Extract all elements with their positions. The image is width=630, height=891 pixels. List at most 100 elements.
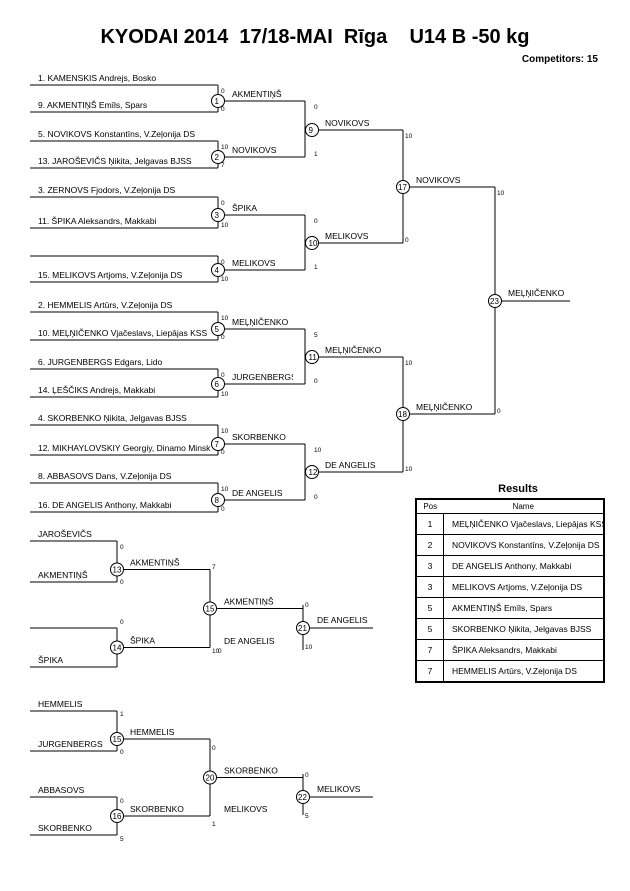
match-score: 0 <box>221 372 225 379</box>
competitor-entry: 12. MIKHAYLOVSKIY Georgiy, Dinamo Minsk <box>38 443 211 453</box>
match-score: 10 <box>314 447 322 454</box>
match-number: 5 <box>215 325 220 334</box>
competitor-entry: 9. AKMENTIŅŠ Emīls, Spars <box>38 100 147 110</box>
match-circle <box>296 621 310 635</box>
match-circle <box>203 770 217 785</box>
match-winner: DE ANGELIS <box>232 488 283 498</box>
competitor-entry: 1. KAMENSKIS Andrejs, Bosko <box>38 73 156 83</box>
match-score: 5 <box>305 813 309 820</box>
match-score: 10 <box>405 466 413 473</box>
match-score: 0 <box>120 798 124 805</box>
repechage-entry: ABBASOVS <box>38 785 85 795</box>
match-circle <box>211 322 225 336</box>
match-score: 5 <box>314 332 318 339</box>
match-circle <box>211 94 225 108</box>
match-winner: AKMENTIŅŠ <box>224 597 274 607</box>
match-winner: NOVIKOVS <box>416 175 461 185</box>
result-pos: 5 <box>416 618 444 640</box>
competitor-entry: 8. ABBASOVS Dans, V.Zeļonija DS <box>38 471 172 481</box>
match-winner: DE ANGELIS <box>224 636 275 646</box>
match-winner: NOVIKOVS <box>325 118 370 128</box>
match-circle <box>211 493 225 507</box>
match-winner: MELIKOVS <box>232 258 276 268</box>
match-number: 12 <box>309 468 318 477</box>
match-score: 0 <box>120 619 124 626</box>
match-number: 2 <box>215 153 220 162</box>
match-winner: HEMMELIS <box>130 727 175 737</box>
match-winner: ŠPIKA <box>232 203 257 213</box>
match-circle <box>110 809 124 823</box>
match-circle <box>211 377 225 391</box>
match-score: 7 <box>212 564 216 571</box>
match-number: 21 <box>298 624 307 633</box>
match-winner: JURGENBERGS <box>232 372 297 382</box>
match-winner: NOVIKOVS <box>232 145 277 155</box>
results-col-name: Name <box>443 499 604 514</box>
match-score: 0 <box>305 602 309 609</box>
match-score: 10 <box>405 133 413 140</box>
match-score: 1 <box>314 151 318 158</box>
competitor-entry: 10. MEĻŅIČENKO Vjačeslavs, Liepājas KSS <box>38 328 207 338</box>
match-score: 10 <box>221 486 229 493</box>
match-number: 18 <box>398 410 407 419</box>
match-score: 0 <box>314 104 318 111</box>
match-score: 10 <box>221 315 229 322</box>
result-pos: 3 <box>416 576 444 598</box>
match-score: 10 <box>221 222 229 229</box>
match-score: 0 <box>218 648 222 655</box>
repechage-entry: JAROŠEVIČS <box>38 529 92 539</box>
competitor-entry: 11. ŠPIKA Aleksandrs, Makkabi <box>38 216 157 226</box>
match-score: 0 <box>221 334 225 341</box>
match-score: 0 <box>212 745 216 752</box>
results-col-pos: Pos <box>416 499 444 514</box>
competitors-count: Competitors: 15 <box>521 54 598 65</box>
match-number: 15 <box>206 605 215 614</box>
match-score: 0 <box>221 259 225 266</box>
match-number: 20 <box>206 774 215 783</box>
match-winner: AKMENTIŅŠ <box>232 89 282 99</box>
match-winner: ŠPIKA <box>130 636 155 646</box>
competitor-entry: 6. JURGENBERGS Edgars, Lido <box>38 357 163 367</box>
results-header-row: Pos Name <box>416 499 604 514</box>
match-circle <box>110 640 124 655</box>
match-score: 10 <box>221 144 229 151</box>
match-winner: MELIKOVS <box>317 784 361 794</box>
match-number: 11 <box>309 353 318 362</box>
result-name: NOVIKOVS Konstantīns, V.Zeļonija DS <box>443 534 604 556</box>
match-circle <box>296 790 310 804</box>
match-number: 8 <box>215 496 220 505</box>
match-winner: AKMENTIŅŠ <box>130 558 180 568</box>
match-winner: SKORBENKO <box>130 804 184 814</box>
result-name: AKMENTIŅŠ Emīls, Spars <box>443 597 604 619</box>
match-score: 1 <box>120 711 124 718</box>
match-circle <box>305 465 319 479</box>
result-pos: 3 <box>416 555 444 577</box>
match-score: 0 <box>221 200 225 207</box>
repechage-entry: JURGENBERGS <box>38 739 103 749</box>
match-score: 10 <box>497 190 505 197</box>
result-name: MEĻŅIČENKO Vjačeslavs, Liepājas KSS <box>443 513 604 535</box>
match-circle <box>203 601 217 616</box>
match-score: 0 <box>221 88 225 95</box>
competitor-entry: 4. SKORBENKO Ņikita, Jelgavas BJSS <box>38 413 187 423</box>
match-number: 23 <box>490 297 499 306</box>
match-score: 7 <box>221 162 225 169</box>
match-circle <box>110 562 124 577</box>
repechage-entry: ŠPIKA <box>38 655 63 665</box>
competitor-entry: 14. ĻEŠČIKS Andrejs, Makkabi <box>38 385 155 395</box>
match-circle <box>488 294 502 308</box>
result-pos: 7 <box>416 639 444 661</box>
match-winner: DE ANGELIS <box>317 615 368 625</box>
match-circle <box>305 123 319 137</box>
match-score: 0 <box>314 378 318 385</box>
result-pos: 7 <box>416 660 444 682</box>
results-title: Results <box>498 483 538 495</box>
match-number: 3 <box>215 211 220 220</box>
match-winner: MEĻŅIČENKO <box>416 402 473 412</box>
match-winner: MEĻŅIČENKO <box>325 345 382 355</box>
match-number: 7 <box>215 440 220 449</box>
